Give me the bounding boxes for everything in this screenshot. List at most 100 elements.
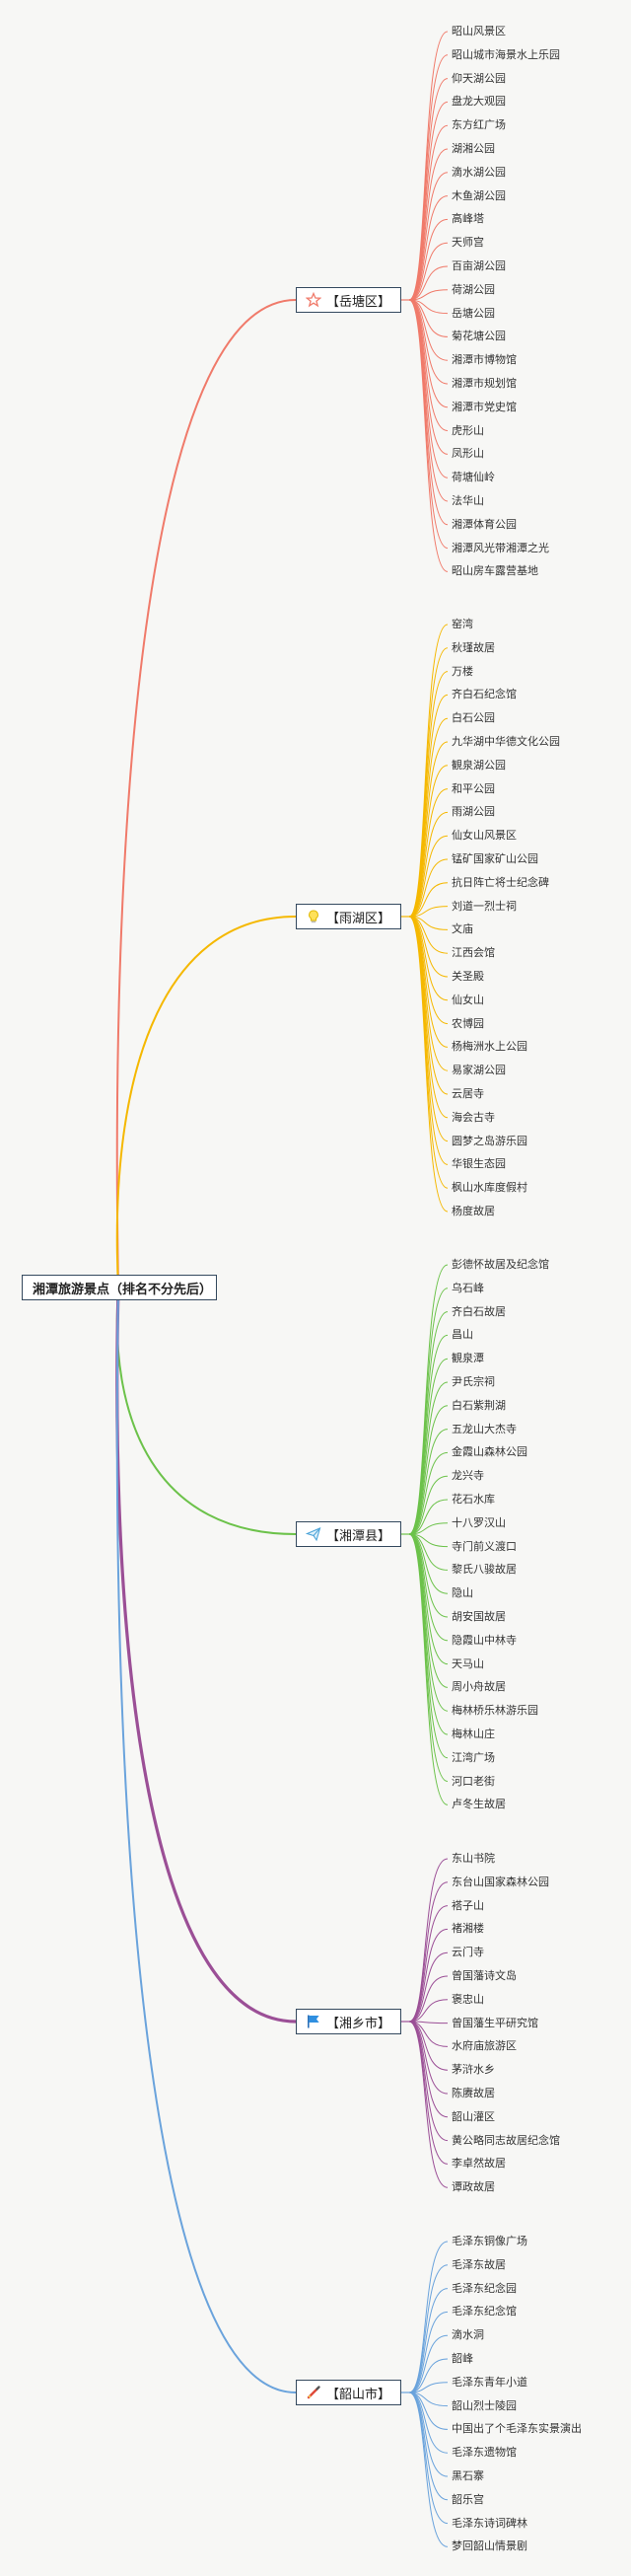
leaf-item[interactable]: 云门寺 — [452, 1946, 484, 1959]
leaf-item[interactable]: 毛泽东纪念园 — [452, 2281, 517, 2295]
leaf-item[interactable]: 法华山 — [452, 494, 484, 507]
leaf-item[interactable]: 黑石寨 — [452, 2469, 484, 2482]
leaf-item[interactable]: 湘潭市博物馆 — [452, 353, 517, 367]
leaf-item[interactable]: 锰矿国家矿山公园 — [452, 852, 538, 865]
leaf-item[interactable]: 仰天湖公园 — [452, 71, 506, 85]
leaf-item[interactable]: 云居寺 — [452, 1087, 484, 1100]
leaf-item[interactable]: 万楼 — [452, 664, 473, 678]
leaf-item[interactable]: 曾国藩生平研究馆 — [452, 2016, 538, 2029]
branch-node[interactable]: 【雨湖区】 — [296, 904, 401, 929]
leaf-item[interactable]: 毛泽东故居 — [452, 2257, 506, 2271]
leaf-item[interactable]: 华银生态园 — [452, 1157, 506, 1171]
branch-node[interactable]: 【湘潭县】 — [296, 1521, 401, 1547]
leaf-item[interactable]: 荷湖公园 — [452, 282, 495, 296]
leaf-item[interactable]: 茅浒水乡 — [452, 2063, 495, 2077]
leaf-item[interactable]: 寺门前义渡口 — [452, 1539, 517, 1553]
leaf-item[interactable]: 凤形山 — [452, 447, 484, 461]
leaf-item[interactable]: 昌山 — [452, 1328, 473, 1342]
leaf-item[interactable]: 天马山 — [452, 1656, 484, 1670]
leaf-item[interactable]: 杨度故居 — [452, 1205, 495, 1217]
leaf-item[interactable]: 雨湖公园 — [452, 805, 495, 819]
leaf-item[interactable]: 虎形山 — [452, 423, 484, 437]
leaf-item[interactable]: 毛泽东纪念馆 — [452, 2305, 517, 2318]
leaf-item[interactable]: 木鱼湖公园 — [452, 188, 506, 202]
leaf-item[interactable]: 昭山城市海景水上乐园 — [452, 47, 560, 61]
leaf-item[interactable]: 齐白石故居 — [452, 1304, 506, 1318]
leaf-item[interactable]: 褚湘楼 — [452, 1922, 484, 1936]
leaf-item[interactable]: 韶乐宫 — [452, 2492, 484, 2506]
leaf-item[interactable]: 仙女山 — [452, 993, 484, 1006]
leaf-item[interactable]: 东方红广场 — [452, 118, 506, 132]
leaf-item[interactable]: 黎氏八骏故居 — [452, 1563, 517, 1577]
leaf-item[interactable]: 梦回韶山情景剧 — [452, 2539, 527, 2553]
leaf-item[interactable]: 褒忠山 — [452, 1992, 484, 2006]
leaf-item[interactable]: 乌石峰 — [452, 1281, 484, 1294]
leaf-item[interactable]: 湖湘公园 — [452, 142, 495, 155]
leaf-item[interactable]: 李卓然故居 — [452, 2157, 506, 2171]
leaf-item[interactable]: 农博园 — [452, 1016, 484, 1030]
leaf-item[interactable]: 杨梅洲水上公园 — [452, 1040, 527, 1054]
leaf-item[interactable]: 梅林山庄 — [452, 1728, 495, 1740]
leaf-item[interactable]: 隐霞山中林寺 — [452, 1633, 517, 1647]
branch-node[interactable]: 【岳塘区】 — [296, 287, 401, 313]
leaf-item[interactable]: 昭山房车露营基地 — [452, 564, 538, 578]
leaf-item[interactable]: 江西会馆 — [452, 946, 495, 960]
leaf-item[interactable]: 花石水库 — [452, 1493, 495, 1506]
leaf-item[interactable]: 観泉湖公园 — [452, 758, 506, 772]
leaf-item[interactable]: 荷塘仙岭 — [452, 471, 495, 484]
leaf-item[interactable]: 抗日阵亡将士纪念碑 — [452, 875, 549, 889]
leaf-item[interactable]: 秋瑾故居 — [452, 640, 495, 654]
leaf-item[interactable]: 周小舟故居 — [452, 1680, 506, 1694]
leaf-item[interactable]: 九华湖中华德文化公园 — [452, 735, 560, 748]
leaf-item[interactable]: 关圣殿 — [452, 970, 484, 983]
leaf-item[interactable]: 十八罗汉山 — [452, 1515, 506, 1529]
branch-node[interactable]: 【湘乡市】 — [296, 2009, 401, 2034]
leaf-item[interactable]: 龙兴寺 — [452, 1469, 484, 1483]
leaf-item[interactable]: 尹氏宗祠 — [452, 1375, 495, 1388]
leaf-item[interactable]: 天师宫 — [452, 236, 484, 250]
leaf-item[interactable]: 和平公园 — [452, 781, 495, 795]
root-topic[interactable]: 湘潭旅游景点（排名不分先后） — [22, 1275, 217, 1300]
leaf-item[interactable]: 胡安国故居 — [452, 1610, 506, 1623]
leaf-item[interactable]: 窑湾 — [452, 618, 473, 630]
leaf-item[interactable]: 盘龙大观园 — [452, 95, 506, 109]
leaf-item[interactable]: 湘潭市党史馆 — [452, 400, 517, 413]
leaf-item[interactable]: 昭山风景区 — [452, 25, 506, 37]
leaf-item[interactable]: 観泉潭 — [452, 1352, 484, 1365]
leaf-item[interactable]: 毛泽东诗词碑林 — [452, 2516, 527, 2530]
leaf-item[interactable]: 金霞山森林公园 — [452, 1445, 527, 1459]
leaf-item[interactable]: 河口老街 — [452, 1774, 495, 1788]
leaf-item[interactable]: 东台山国家森林公园 — [452, 1875, 549, 1888]
leaf-item[interactable]: 海会古寺 — [452, 1110, 495, 1124]
leaf-item[interactable]: 百亩湖公园 — [452, 259, 506, 272]
leaf-item[interactable]: 隐山 — [452, 1586, 473, 1600]
leaf-item[interactable]: 毛泽东青年小道 — [452, 2375, 527, 2389]
leaf-item[interactable]: 水府庙旅游区 — [452, 2039, 517, 2053]
leaf-item[interactable]: 白石公园 — [452, 711, 495, 725]
leaf-item[interactable]: 中国出了个毛泽东实景演出 — [452, 2422, 582, 2436]
leaf-item[interactable]: 黄公略同志故居纪念馆 — [452, 2133, 560, 2147]
leaf-item[interactable]: 五龙山大杰寺 — [452, 1422, 517, 1435]
leaf-item[interactable]: 韶山灌区 — [452, 2109, 495, 2123]
leaf-item[interactable]: 易家湖公园 — [452, 1064, 506, 1077]
leaf-item[interactable]: 湘潭风光带湘潭之光 — [452, 541, 549, 554]
leaf-item[interactable]: 毛泽东遗物馆 — [452, 2446, 517, 2460]
leaf-item[interactable]: 谭政故居 — [452, 2180, 495, 2194]
leaf-item[interactable]: 刘道一烈士祠 — [452, 899, 517, 913]
leaf-item[interactable]: 东山书院 — [452, 1852, 495, 1865]
leaf-item[interactable]: 湘潭市规划馆 — [452, 377, 517, 390]
leaf-item[interactable]: 仙女山风景区 — [452, 829, 517, 843]
branch-node[interactable]: 【韶山市】 — [296, 2380, 401, 2405]
leaf-item[interactable]: 枫山水库度假村 — [452, 1181, 527, 1195]
leaf-item[interactable]: 滴水洞 — [452, 2328, 484, 2342]
leaf-item[interactable]: 彭德怀故居及纪念馆 — [452, 1258, 549, 1271]
leaf-item[interactable]: 曾国藩诗文岛 — [452, 1969, 517, 1982]
leaf-item[interactable]: 高峰塔 — [452, 212, 484, 226]
leaf-item[interactable]: 岳塘公园 — [452, 306, 495, 320]
leaf-item[interactable]: 韶峰 — [452, 2352, 473, 2365]
leaf-item[interactable]: 滴水湖公园 — [452, 165, 506, 179]
leaf-item[interactable]: 卢冬生故居 — [452, 1798, 506, 1811]
leaf-item[interactable]: 褡子山 — [452, 1898, 484, 1912]
leaf-item[interactable]: 湘潭体育公园 — [452, 517, 517, 531]
leaf-item[interactable]: 菊花塘公园 — [452, 330, 506, 343]
